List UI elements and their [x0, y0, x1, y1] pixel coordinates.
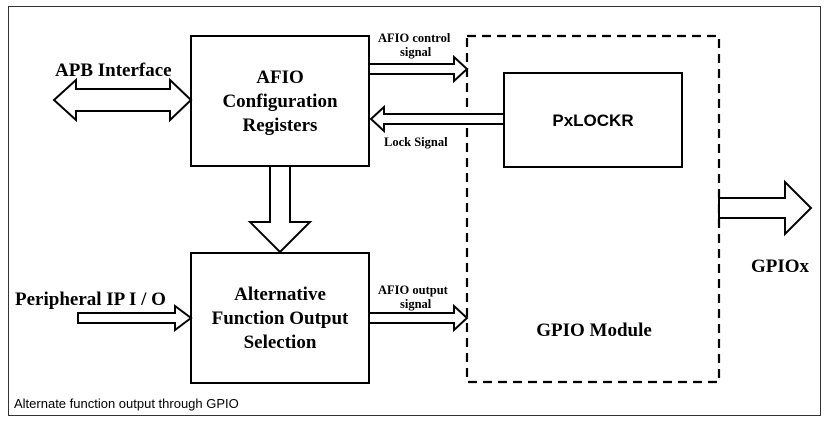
peripheral-arrow — [77, 304, 193, 332]
peripheral-ip-label: Peripheral IP I / O — [15, 289, 166, 310]
pxlockr-label: PxLOCKR — [552, 111, 633, 130]
alt-func-line-1: Alternative — [234, 284, 326, 305]
afio-config-block — [190, 35, 370, 167]
pxlockr-block — [503, 72, 683, 168]
lock-signal-arrow — [369, 104, 505, 134]
afio-output-signal-line-2: signal — [400, 297, 432, 311]
apb-double-arrow — [52, 77, 193, 123]
afio-config-line-1: AFIO — [256, 67, 304, 88]
alt-func-line-2: Function Output — [212, 308, 349, 329]
afio-output-signal-line-1: AFIO output — [378, 283, 449, 297]
apb-interface-label: APB Interface — [55, 60, 172, 81]
afio-control-signal-line-2: signal — [400, 45, 432, 59]
gpio-module-label: GPIO Module — [536, 320, 652, 341]
diagram-frame — [8, 6, 821, 416]
figure-caption: Alternate function output through GPIO — [14, 396, 239, 411]
afio-output-arrow — [368, 303, 469, 333]
afio-control-signal-line-1: AFIO control — [378, 31, 451, 45]
alt-func-line-3: Selection — [244, 332, 317, 353]
afio-config-line-2: Configuration — [222, 91, 338, 112]
gpiox-arrow — [718, 179, 813, 237]
lock-signal-label: Lock Signal — [384, 135, 448, 149]
afio-control-arrow — [368, 54, 469, 84]
gpiox-label: GPIOx — [751, 256, 810, 277]
afio-config-line-3: Registers — [243, 115, 318, 136]
config-to-alt-arrow — [247, 165, 313, 254]
